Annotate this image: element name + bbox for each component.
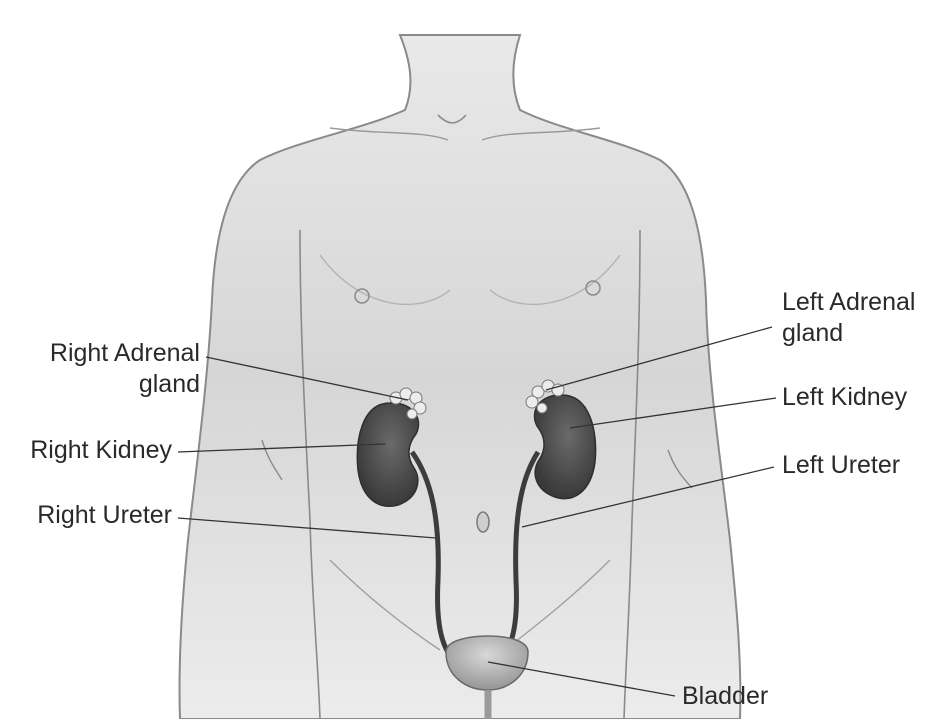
label-left-kidney-text: Left Kidney xyxy=(782,382,907,413)
label-right-ureter: Right Ureter xyxy=(0,500,172,531)
torso xyxy=(179,35,740,719)
label-left-adrenal-gland: Left Adrenal gland xyxy=(782,287,915,349)
label-bladder-text: Bladder xyxy=(682,681,768,712)
label-right-kidney: Right Kidney xyxy=(0,435,172,466)
label-right-adrenal-line2: gland xyxy=(0,369,200,400)
label-left-kidney: Left Kidney xyxy=(782,382,907,413)
label-right-ureter-text: Right Ureter xyxy=(0,500,172,531)
label-left-ureter-text: Left Ureter xyxy=(782,450,900,481)
label-right-adrenal-gland: Right Adrenal gland xyxy=(0,338,200,400)
label-right-kidney-text: Right Kidney xyxy=(0,435,172,466)
label-left-adrenal-line1: Left Adrenal xyxy=(782,287,915,318)
label-bladder: Bladder xyxy=(682,681,768,712)
label-left-ureter: Left Ureter xyxy=(782,450,900,481)
label-left-adrenal-line2: gland xyxy=(782,318,915,349)
label-right-adrenal-line1: Right Adrenal xyxy=(0,338,200,369)
